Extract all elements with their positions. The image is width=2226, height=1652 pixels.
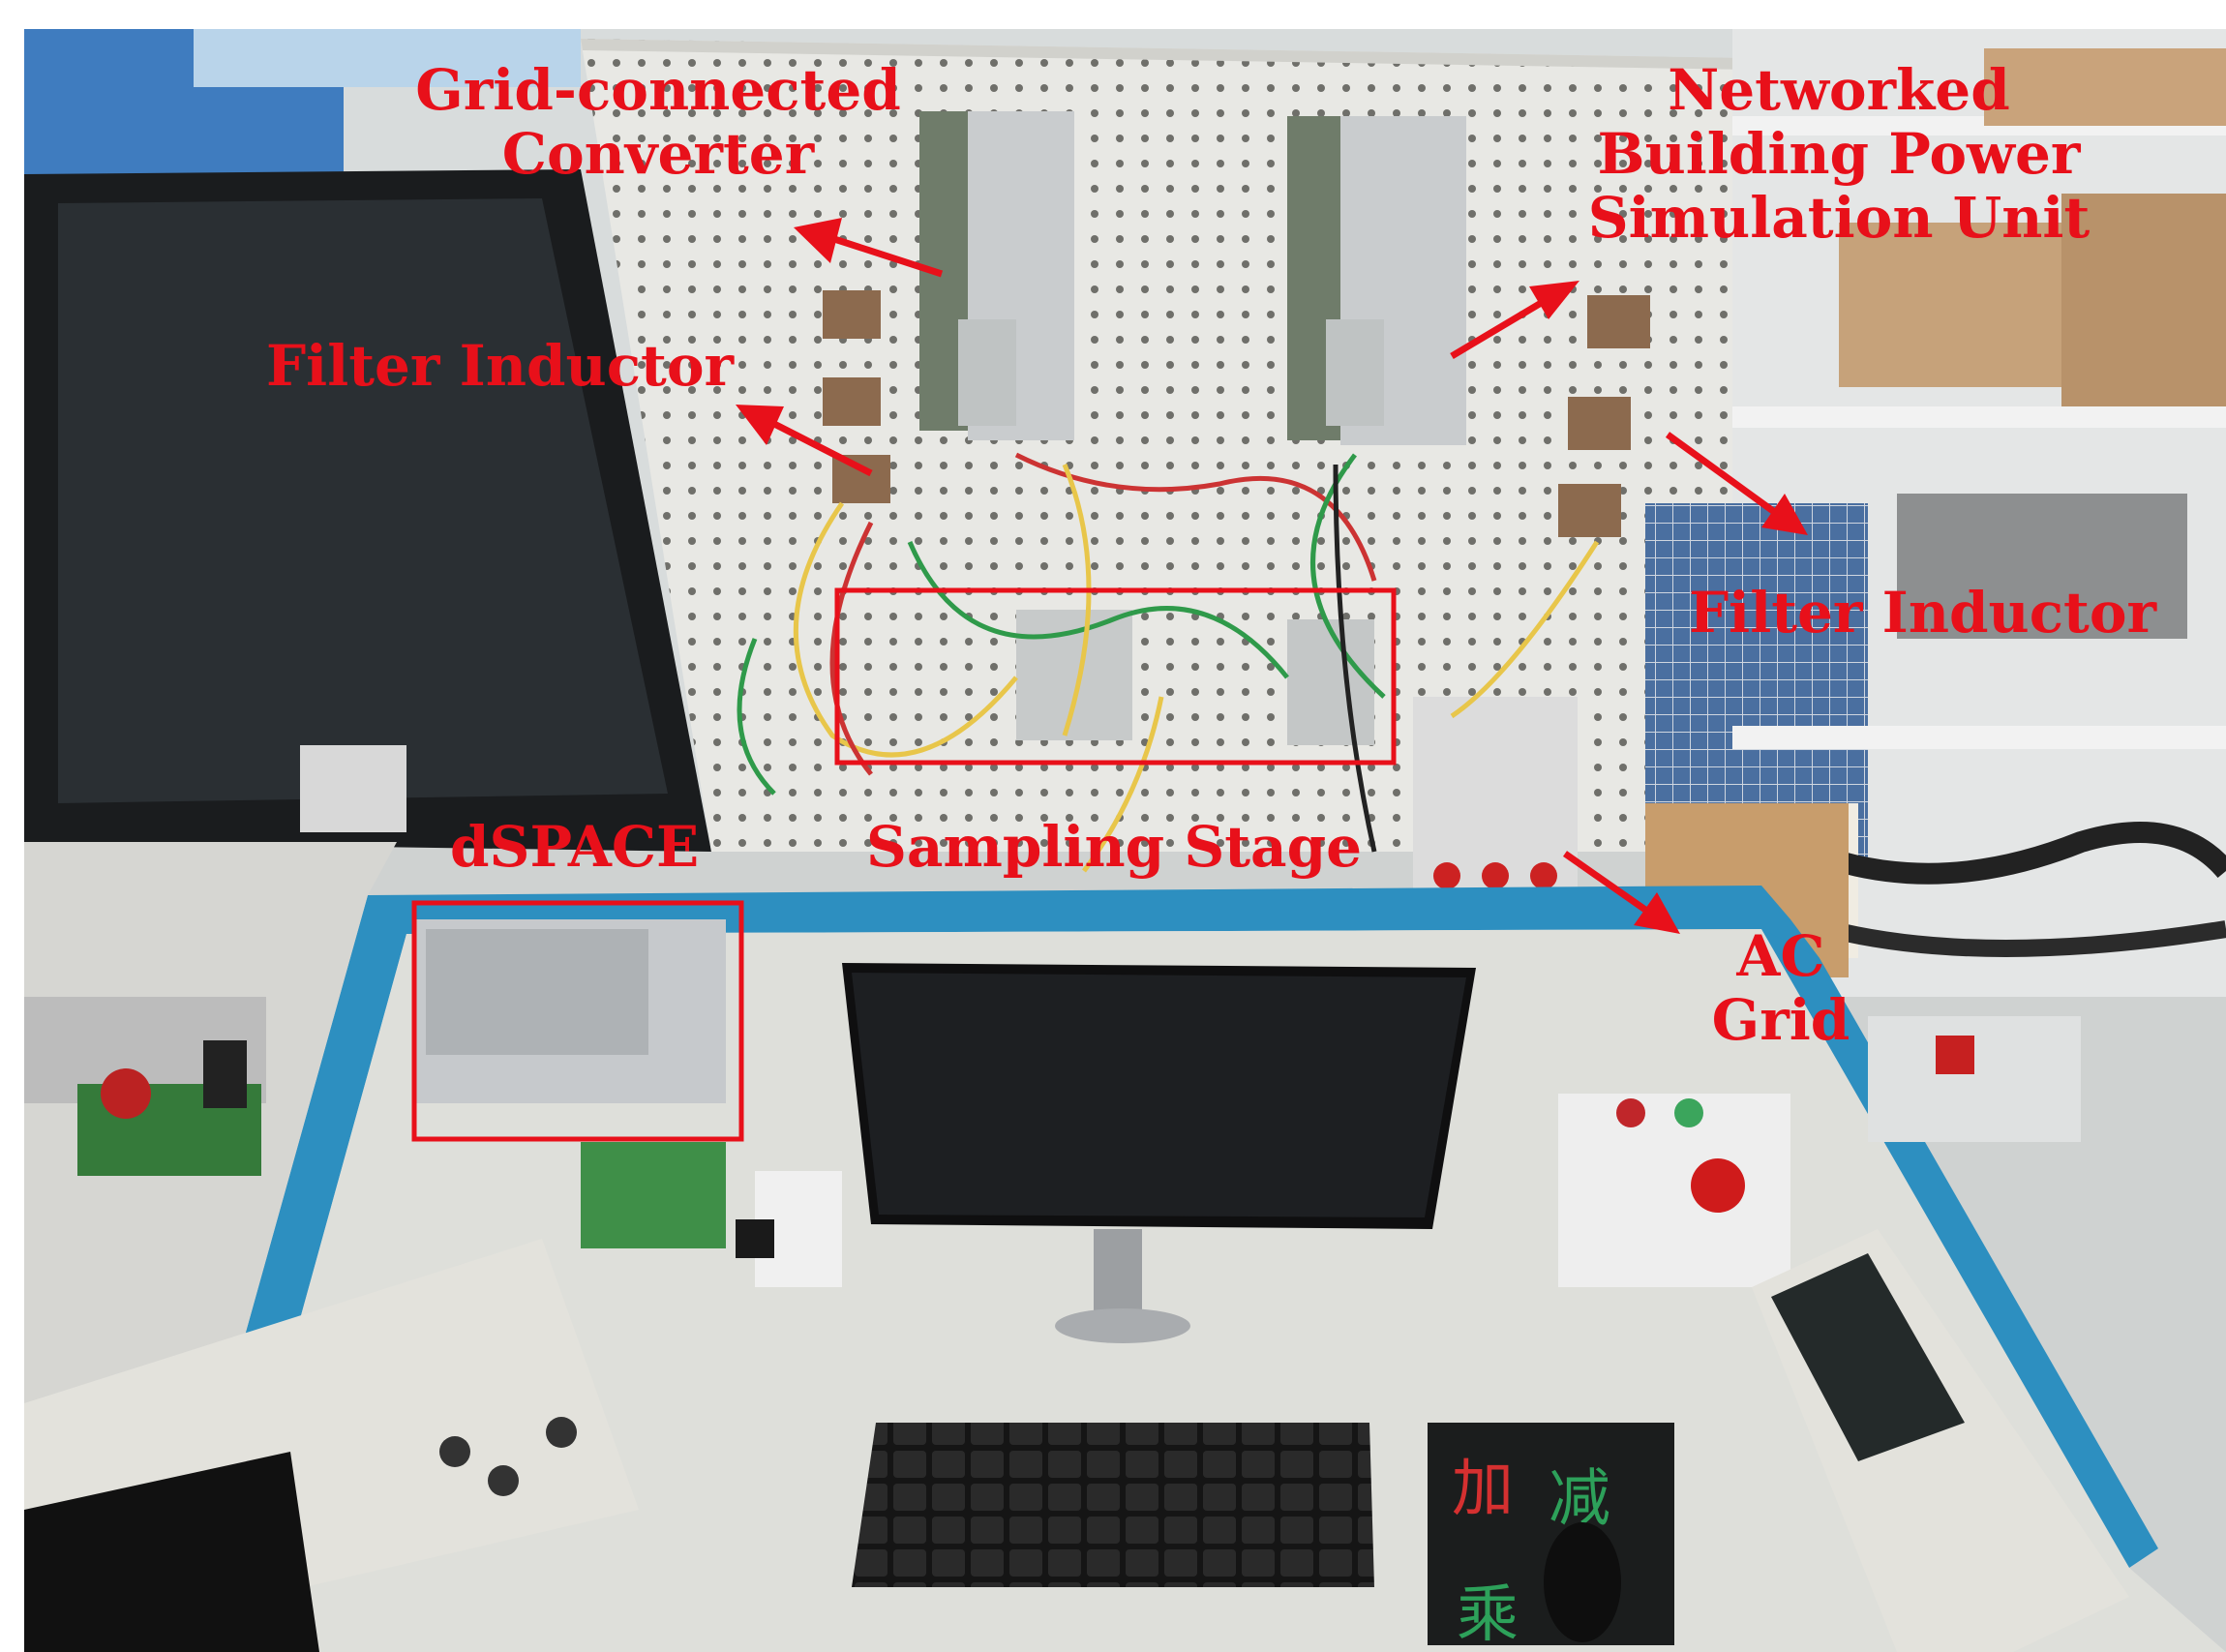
label-networked-unit: Networked Building Power Simulation Unit	[1568, 58, 2110, 250]
oscilloscope-right	[1752, 1229, 2129, 1652]
label-ac-grid-line1: AC	[1736, 923, 1825, 989]
label-dspace: dSPACE	[450, 814, 700, 880]
label-filter-inductor-left: Filter Inductor	[266, 333, 735, 399]
control-box	[1558, 1094, 1790, 1287]
filter-inductor-left-hw	[823, 290, 890, 503]
mouse	[1544, 1522, 1621, 1642]
oscilloscope-left	[24, 1239, 639, 1652]
mousepad-glyph-1: 加	[1452, 1454, 1514, 1525]
desktop-monitor	[842, 963, 1476, 1343]
label-networked-unit-line2: Building Power	[1597, 121, 2081, 187]
filter-inductor-right-hw	[1558, 295, 1650, 537]
label-grid-connected-converter-line2: Converter	[501, 121, 815, 187]
mousepad: 加 减 乘	[1428, 1423, 1674, 1651]
bench-rail	[194, 886, 1820, 1529]
dspace-box	[411, 900, 744, 1142]
label-ac-grid: AC Grid	[1684, 924, 1878, 1052]
label-networked-unit-line3: Simulation Unit	[1587, 185, 2091, 251]
annotation-arrows	[736, 218, 1808, 934]
mousepad-glyph-3: 乘	[1457, 1579, 1519, 1651]
label-grid-connected-converter: Grid-connected Converter	[406, 58, 910, 186]
keyboard	[852, 1423, 1374, 1587]
power-board	[24, 997, 266, 1176]
distribution-box	[1413, 697, 1578, 890]
label-ac-grid-line2: Grid	[1711, 987, 1850, 1053]
wiring	[737, 452, 1600, 873]
label-filter-inductor-right: Filter Inductor	[1689, 580, 2157, 646]
label-networked-unit-line1: Networked	[1668, 57, 2010, 123]
label-grid-connected-converter-line1: Grid-connected	[415, 57, 901, 123]
sampling-stage-box	[834, 587, 1397, 766]
dspace-hardware	[416, 919, 726, 1248]
ac-grid-box	[1868, 1016, 2081, 1142]
server-cabinet	[24, 169, 711, 852]
networked-unit	[1287, 116, 1466, 445]
label-sampling-stage: Sampling Stage	[866, 814, 1363, 880]
sampling-board-b	[1287, 619, 1374, 745]
grid-converter-unit	[919, 111, 1074, 440]
